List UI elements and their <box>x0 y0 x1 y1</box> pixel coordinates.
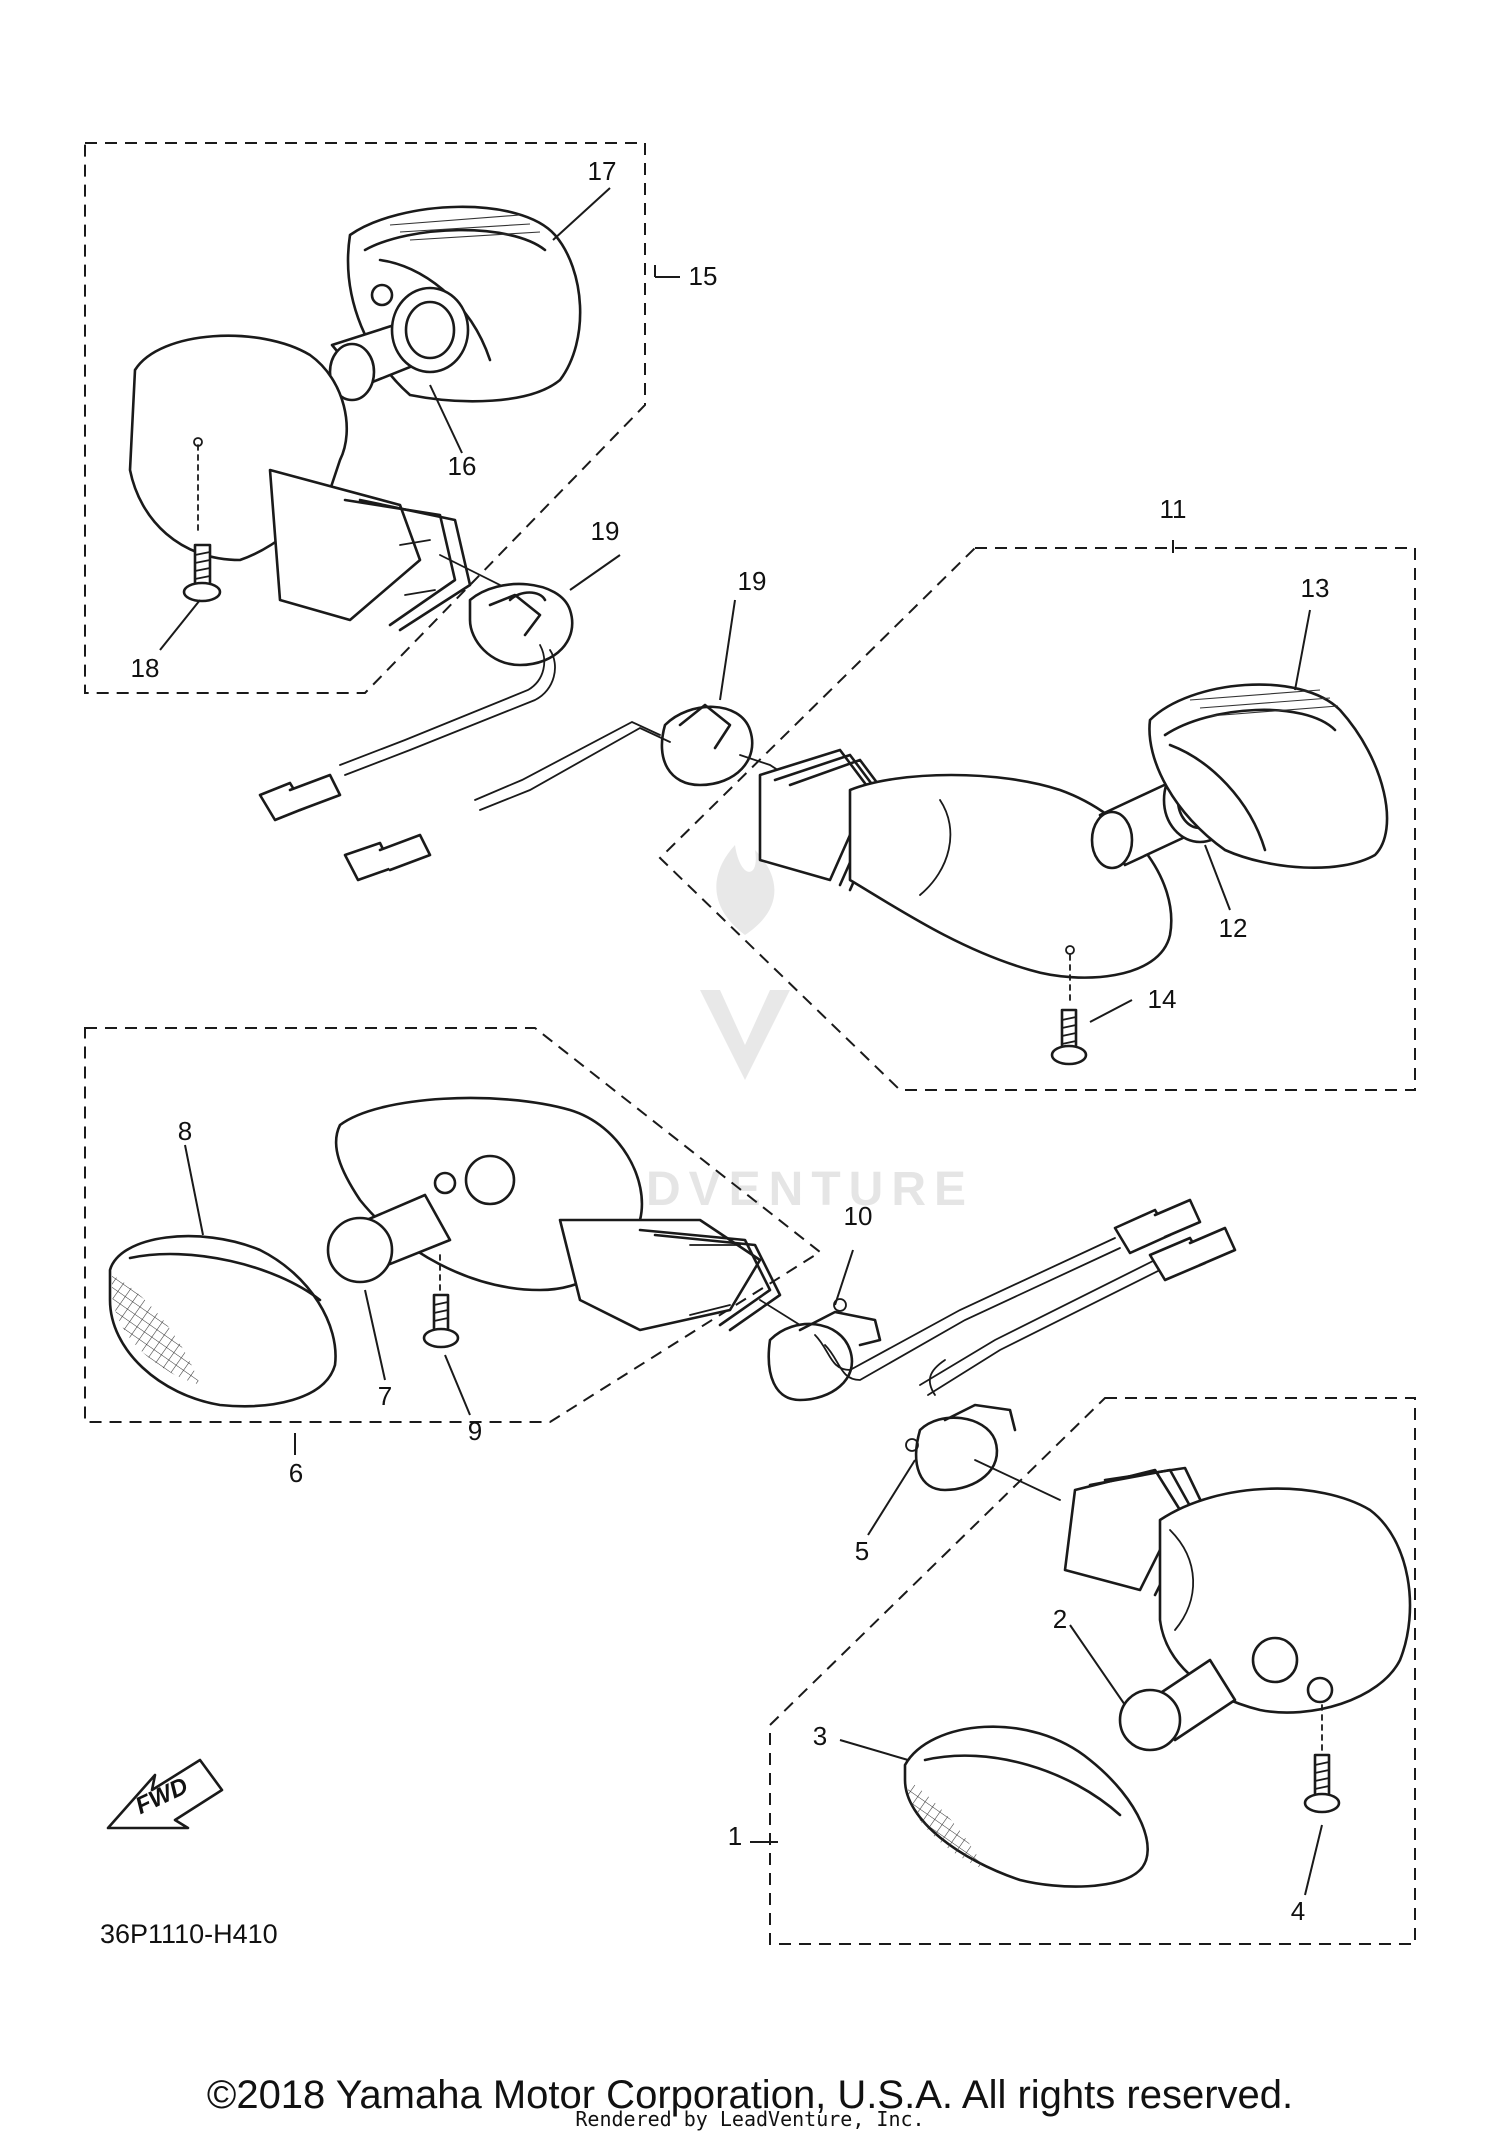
callout-7: 7 <box>378 1381 392 1411</box>
bulb-7 <box>326 1193 452 1284</box>
grommet-5 <box>905 1359 1061 1501</box>
callout-8: 8 <box>178 1116 192 1146</box>
callout-13: 13 <box>1301 573 1330 603</box>
copyright-text: ©2018 Yamaha Motor Corporation, U.S.A. A… <box>207 2073 1293 2117</box>
bulb-16 <box>328 283 470 402</box>
screw-14 <box>1050 1008 1088 1066</box>
callout-4: 4 <box>1291 1896 1305 1926</box>
lens-8 <box>108 1234 337 1408</box>
wire-harness-19b <box>343 703 791 882</box>
screw-9 <box>422 1254 460 1349</box>
callout-19-right: 19 <box>738 566 767 596</box>
group-11-boundary <box>658 547 1416 1091</box>
bulb-2 <box>1118 1658 1237 1752</box>
housing-11 <box>758 748 1173 1001</box>
callout-2: 2 <box>1053 1604 1067 1634</box>
callout-11: 11 <box>1160 494 1187 524</box>
wire-harness-19a <box>258 644 556 822</box>
diagram-code: 36P1110-H410 <box>100 1919 278 1949</box>
callout-17: 17 <box>588 156 617 186</box>
grommet-10 <box>767 1298 882 1402</box>
callout-10: 10 <box>844 1201 873 1231</box>
grommet-19a <box>468 582 574 667</box>
group-15-boundary <box>84 142 646 694</box>
lens-3 <box>903 1725 1149 1888</box>
lens-13 <box>1148 683 1389 869</box>
group-6-boundary <box>84 1027 822 1423</box>
wire-harness-10 <box>814 1198 1237 1396</box>
callout-1: 1 <box>728 1821 742 1851</box>
leader-lines <box>159 187 1323 1896</box>
callout-3: 3 <box>813 1721 827 1751</box>
callout-16: 16 <box>448 451 477 481</box>
callout-12: 12 <box>1219 913 1248 943</box>
callout-6: 6 <box>289 1458 303 1488</box>
screw-18 <box>182 543 222 603</box>
housing-1 <box>1063 1466 1412 1714</box>
callout-9: 9 <box>468 1416 482 1446</box>
housing-15 <box>128 334 541 632</box>
callout-14: 14 <box>1148 984 1177 1014</box>
rendered-by-text: Rendered by LeadVenture, Inc. <box>575 2107 924 2131</box>
callout-15: 15 <box>689 261 718 291</box>
screw-4 <box>1303 1704 1341 1814</box>
fwd-arrow-icon: FWD <box>106 1758 224 1830</box>
callout-19-left: 19 <box>591 516 620 546</box>
callout-5: 5 <box>855 1536 869 1566</box>
callout-18: 18 <box>131 653 160 683</box>
